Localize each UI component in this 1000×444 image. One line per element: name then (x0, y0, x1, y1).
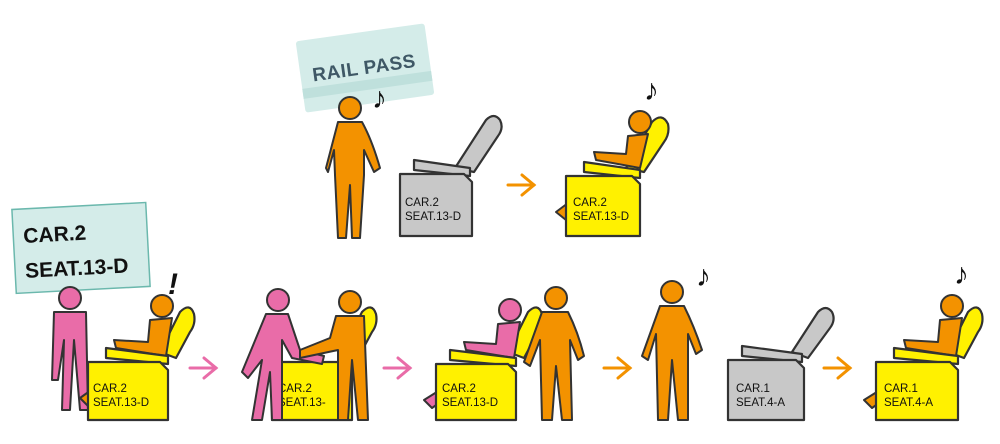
arrow-orange-3 (602, 356, 633, 380)
seat-taken-top-seat: SEAT.13-D (573, 211, 629, 223)
seat-empty-top-car: CAR.2 (405, 197, 439, 209)
arrow-pink-2 (382, 356, 413, 380)
ticket-card: CAR.2 SEAT.13-D (11, 201, 151, 295)
seat-3-car: CAR.2 (442, 383, 476, 395)
scene-4: ♪ CAR.1 SEAT.4-A (641, 260, 835, 422)
exclaim-icon: ! (168, 268, 178, 301)
seat-4-seat: SEAT.4-A (736, 397, 785, 409)
seat-2-seat: SEAT.13- (278, 397, 326, 409)
music-note-icon: ♪ (954, 258, 969, 291)
arrow-orange-4 (822, 356, 853, 380)
seat-empty-top-seat: SEAT.13-D (405, 211, 461, 223)
arrow-top (506, 173, 537, 197)
seat-2-car: CAR.2 (278, 383, 312, 395)
seat-5-car: CAR.1 (884, 383, 918, 395)
scene-2: CAR.2 SEAT.13- (241, 288, 378, 422)
rail-pass-card: RAIL PASS (296, 23, 434, 113)
music-note-icon: ♪ (696, 260, 711, 293)
seat-empty-top: CAR.2 SEAT.13-D (398, 114, 503, 238)
ticket-card-car: CAR.2 (23, 222, 87, 248)
seat-4-car: CAR.1 (736, 383, 770, 395)
scene-5: CAR.1 SEAT.4-A ♪ (863, 258, 984, 422)
music-note-icon: ♪ (644, 74, 659, 107)
music-note-icon: ♪ (372, 82, 387, 115)
seat-1-car: CAR.2 (93, 383, 127, 395)
seat-1-seat: SEAT.13-D (93, 397, 149, 409)
seat-taken-top-car: CAR.2 (573, 197, 607, 209)
arrow-pink-1 (188, 356, 219, 380)
ticket-card-seat: SEAT.13-D (25, 255, 130, 283)
top-scene: RAIL PASS ♪ CAR.2 SEAT.13-D (296, 23, 670, 239)
bottom-scene: CAR.2 SEAT.13-D ! CAR.2 SEAT.13-D (11, 201, 984, 422)
seat-5-seat: SEAT.4-A (884, 397, 933, 409)
seat-3-seat: SEAT.13-D (442, 397, 498, 409)
orange-passenger-standing (325, 96, 381, 239)
scene-3: CAR.2 SEAT.13-D (423, 286, 585, 422)
seat-taken-top: CAR.2 SEAT.13-D (555, 110, 670, 238)
scene-1: CAR.2 SEAT.13-D (51, 286, 196, 422)
